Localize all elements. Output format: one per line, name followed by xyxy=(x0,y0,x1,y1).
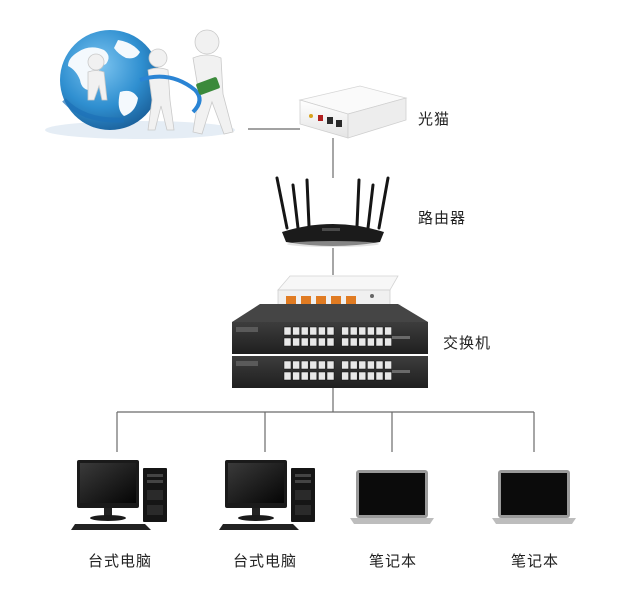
switch-port xyxy=(283,360,292,370)
switch-port xyxy=(309,326,318,336)
switch-port xyxy=(326,371,335,381)
switch-port xyxy=(318,371,326,381)
switch-port xyxy=(283,371,292,381)
switch-port xyxy=(318,326,326,336)
switch-port xyxy=(367,360,375,370)
switch-port xyxy=(341,360,349,370)
switch-port xyxy=(358,337,367,347)
switch-port xyxy=(316,296,326,304)
switch-port xyxy=(326,337,335,347)
switch-port xyxy=(384,326,392,336)
switch-port xyxy=(349,337,358,347)
router-label: 路由器 xyxy=(418,209,467,227)
switch-port xyxy=(283,326,292,336)
switch-port xyxy=(358,371,367,381)
laptop-icon xyxy=(492,470,576,524)
globe-with-figures-icon xyxy=(45,29,235,139)
switch-port xyxy=(309,371,318,381)
modem-label: 光猫 xyxy=(418,110,451,128)
switch-port xyxy=(358,360,367,370)
switch-port xyxy=(367,371,375,381)
switch-port xyxy=(367,326,375,336)
connection-lines xyxy=(116,128,535,452)
switch-port xyxy=(341,326,349,336)
switch-port xyxy=(300,337,309,347)
switch-port xyxy=(309,360,318,370)
switch-port xyxy=(341,371,349,381)
switch-port xyxy=(375,360,384,370)
switch-port xyxy=(286,296,296,304)
switch-port xyxy=(358,326,367,336)
switch-port xyxy=(384,360,392,370)
switch-port xyxy=(375,371,384,381)
switch-port xyxy=(375,337,384,347)
switch-port xyxy=(326,360,335,370)
switch-port xyxy=(292,326,300,336)
switch-port xyxy=(341,337,349,347)
switch-port xyxy=(283,337,292,347)
switch-port xyxy=(300,360,309,370)
switch-port xyxy=(349,371,358,381)
wifi-router-icon xyxy=(275,176,390,247)
desktop2-label: 台式电脑 xyxy=(232,552,298,570)
switch-port xyxy=(367,337,375,347)
network-switch-icon xyxy=(232,275,428,388)
switch-port xyxy=(300,326,309,336)
switch-port xyxy=(349,360,358,370)
switch-port xyxy=(346,296,356,304)
switch-port xyxy=(292,371,300,381)
optical-modem-icon xyxy=(298,85,408,139)
switch-port xyxy=(384,371,392,381)
switch-port xyxy=(300,371,309,381)
switch-port xyxy=(309,337,318,347)
desktop-computer-icon xyxy=(219,460,315,530)
switch-port xyxy=(326,326,335,336)
laptop1-label: 笔记本 xyxy=(368,552,418,570)
switch-port xyxy=(375,326,384,336)
desktop-computer-icon xyxy=(71,460,167,530)
laptop-icon xyxy=(350,470,434,524)
switch-port xyxy=(384,337,392,347)
switch-port xyxy=(292,360,300,370)
switch-port xyxy=(292,337,300,347)
switch-label: 交换机 xyxy=(443,334,492,352)
switch-port xyxy=(349,326,358,336)
laptop2-label: 笔记本 xyxy=(510,552,560,570)
switch-port xyxy=(318,360,326,370)
switch-port xyxy=(331,296,341,304)
desktop1-label: 台式电脑 xyxy=(87,552,153,570)
switch-port xyxy=(301,296,311,304)
switch-port xyxy=(318,337,326,347)
